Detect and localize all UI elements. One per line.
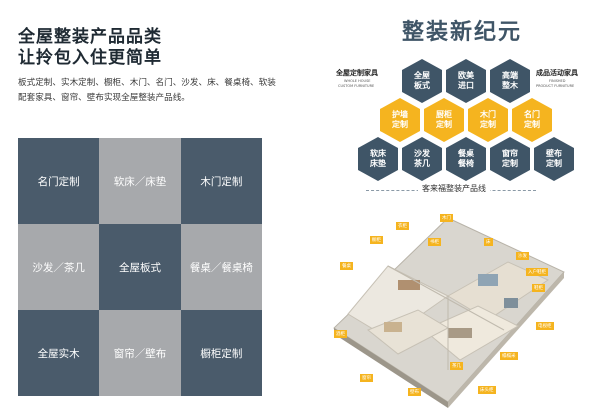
grid-cell: 木门定制 xyxy=(180,138,262,224)
furniture-tag: 餐桌 xyxy=(340,262,353,270)
section-title: 整装新纪元 xyxy=(402,20,523,45)
description: 板式定制、实木定制、橱柜、木门、名门、沙发、床、餐桌椅、软装配套家具、窗帘、壁布… xyxy=(18,78,276,103)
grid-cell: 名门定制 xyxy=(18,138,100,224)
furniture-tag: 入户鞋柜 xyxy=(526,268,548,276)
furniture-tag: 窗帘 xyxy=(360,374,373,382)
furniture-tag: 壁布 xyxy=(408,388,421,396)
page-title: 全屋整装产品品类 xyxy=(18,27,162,47)
hex-item: 全屋板式 xyxy=(402,59,442,103)
product-line-label: 客来福整装产品线 xyxy=(418,183,490,194)
custom-furniture-sub1: WHOLE HOUSE xyxy=(344,79,371,83)
finished-furniture-label: 成品活动家具 xyxy=(536,69,578,77)
furniture-tag: 床头柜 xyxy=(478,386,496,394)
finished-furniture-sub1: FINISHED xyxy=(549,79,566,83)
furniture-tag: 床 xyxy=(484,238,493,246)
furniture-tag: 电视柜 xyxy=(536,322,554,330)
grid-cell: 全屋实木 xyxy=(18,310,100,396)
left-panel: 全屋整装产品品类 让拎包入住更简单 板式定制、实木定制、橱柜、木门、名门、沙发、… xyxy=(18,27,276,396)
furniture-tag: 橱柜 xyxy=(370,236,383,244)
furniture-tag: 榻榻米 xyxy=(500,352,518,360)
hex-item: 软床床垫 xyxy=(358,137,398,181)
hex-item: 木门定制 xyxy=(468,98,508,142)
hex-item: 欧美进口 xyxy=(446,59,486,103)
category-grid: 名门定制 软床／床垫 木门定制 沙发／茶几 全屋板式 餐桌／餐桌椅 全屋实木 窗… xyxy=(18,138,262,396)
furniture-tag: 茶几 xyxy=(450,362,463,370)
finished-furniture-sub2: PRODUCT FURNITURE xyxy=(536,84,575,88)
hex-item: 护墙定制 xyxy=(380,98,420,142)
grid-cell: 餐桌／餐桌椅 xyxy=(180,224,262,310)
hex-item: 窗帘定制 xyxy=(490,137,530,181)
grid-cell: 沙发／茶几 xyxy=(18,224,100,310)
grid-cell: 全屋板式 xyxy=(99,224,181,310)
furniture-tag: 酒柜 xyxy=(334,330,347,338)
hex-item: 餐桌餐椅 xyxy=(446,137,486,181)
hex-item: 高端整木 xyxy=(490,59,530,103)
custom-furniture-sub2: CUSTOM FURNITURE xyxy=(338,84,375,88)
furniture-tag: 沙发 xyxy=(516,252,529,260)
hex-item: 壁布定制 xyxy=(534,137,574,181)
page-subtitle: 让拎包入住更简单 xyxy=(18,48,162,68)
furniture-tag: 书柜 xyxy=(428,238,441,246)
hex-item: 名门定制 xyxy=(512,98,552,142)
custom-furniture-label: 全屋定制家具 xyxy=(336,69,378,77)
furniture-tag: 木门 xyxy=(440,214,453,222)
hex-item: 厨柜定制 xyxy=(424,98,464,142)
furniture-tag: 鞋柜 xyxy=(532,284,545,292)
grid-cell: 窗帘／壁布 xyxy=(99,310,181,396)
right-panel: 整装新纪元 全屋定制家具 WHOLE HOUSE CUSTOM FURNITUR… xyxy=(300,0,600,418)
hex-item: 沙发茶几 xyxy=(402,137,442,181)
furniture-tag: 衣柜 xyxy=(396,222,409,230)
grid-cell: 橱柜定制 xyxy=(180,310,262,396)
grid-cell: 软床／床垫 xyxy=(99,138,181,224)
